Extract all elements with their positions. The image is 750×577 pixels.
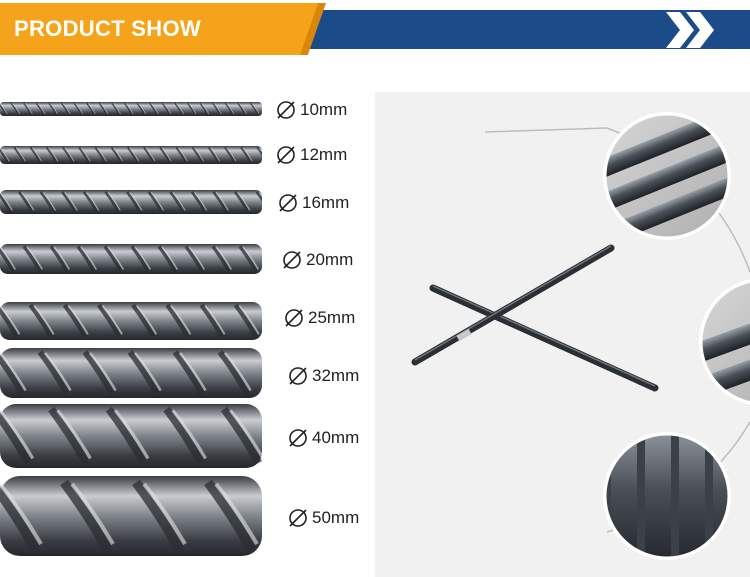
- size-label-32mm: 32mm: [288, 366, 359, 386]
- photo-collage: [411, 112, 750, 560]
- rebar-closeup-bottom-photo: [603, 432, 731, 560]
- rebar-25mm-image: [0, 302, 262, 340]
- double-chevron-right-icon: [666, 12, 714, 48]
- size-label-16mm: 16mm: [278, 193, 349, 213]
- rebar-10mm-image: [0, 102, 262, 116]
- size-label-20mm: 20mm: [282, 250, 353, 270]
- header-banner: PRODUCT SHOW: [0, 0, 750, 58]
- rebar-40mm-image: [0, 404, 262, 468]
- rebar-32mm-image: [0, 348, 262, 398]
- size-label-40mm: 40mm: [288, 428, 359, 448]
- diameter-icon: [285, 309, 303, 327]
- size-text: 10mm: [300, 100, 348, 119]
- diameter-icon: [289, 429, 307, 447]
- diameter-icon: [277, 146, 295, 164]
- rebar-20mm-image: [0, 244, 262, 274]
- rebar-16mm-image: [0, 190, 262, 214]
- diameter-icon: [289, 509, 307, 527]
- diameter-icon: [283, 251, 301, 269]
- diameter-icon: [277, 101, 295, 119]
- size-text: 25mm: [308, 308, 356, 327]
- size-label-25mm: 25mm: [284, 308, 355, 328]
- size-text: 16mm: [302, 193, 350, 212]
- size-label-12mm: 12mm: [276, 145, 347, 165]
- banner-orange-tab: [0, 3, 322, 55]
- section-title: PRODUCT SHOW: [14, 16, 201, 41]
- size-label-50mm: 50mm: [288, 508, 359, 528]
- diameter-icon: [289, 367, 307, 385]
- rebar-closeup-middle-photo: [699, 279, 750, 405]
- size-text: 20mm: [306, 250, 354, 269]
- rebar-12mm-image: [0, 146, 262, 164]
- size-text: 50mm: [312, 508, 360, 527]
- diameter-icon: [279, 194, 297, 212]
- product-photo-panel: [375, 92, 750, 577]
- size-text: 12mm: [300, 145, 348, 164]
- crossed-rebar-photo: [411, 244, 659, 392]
- size-text: 32mm: [312, 366, 360, 385]
- size-text: 40mm: [312, 428, 360, 447]
- rebar-closeup-top-photo: [603, 112, 731, 240]
- rebar-50mm-image: [0, 476, 262, 556]
- size-label-10mm: 10mm: [276, 100, 347, 120]
